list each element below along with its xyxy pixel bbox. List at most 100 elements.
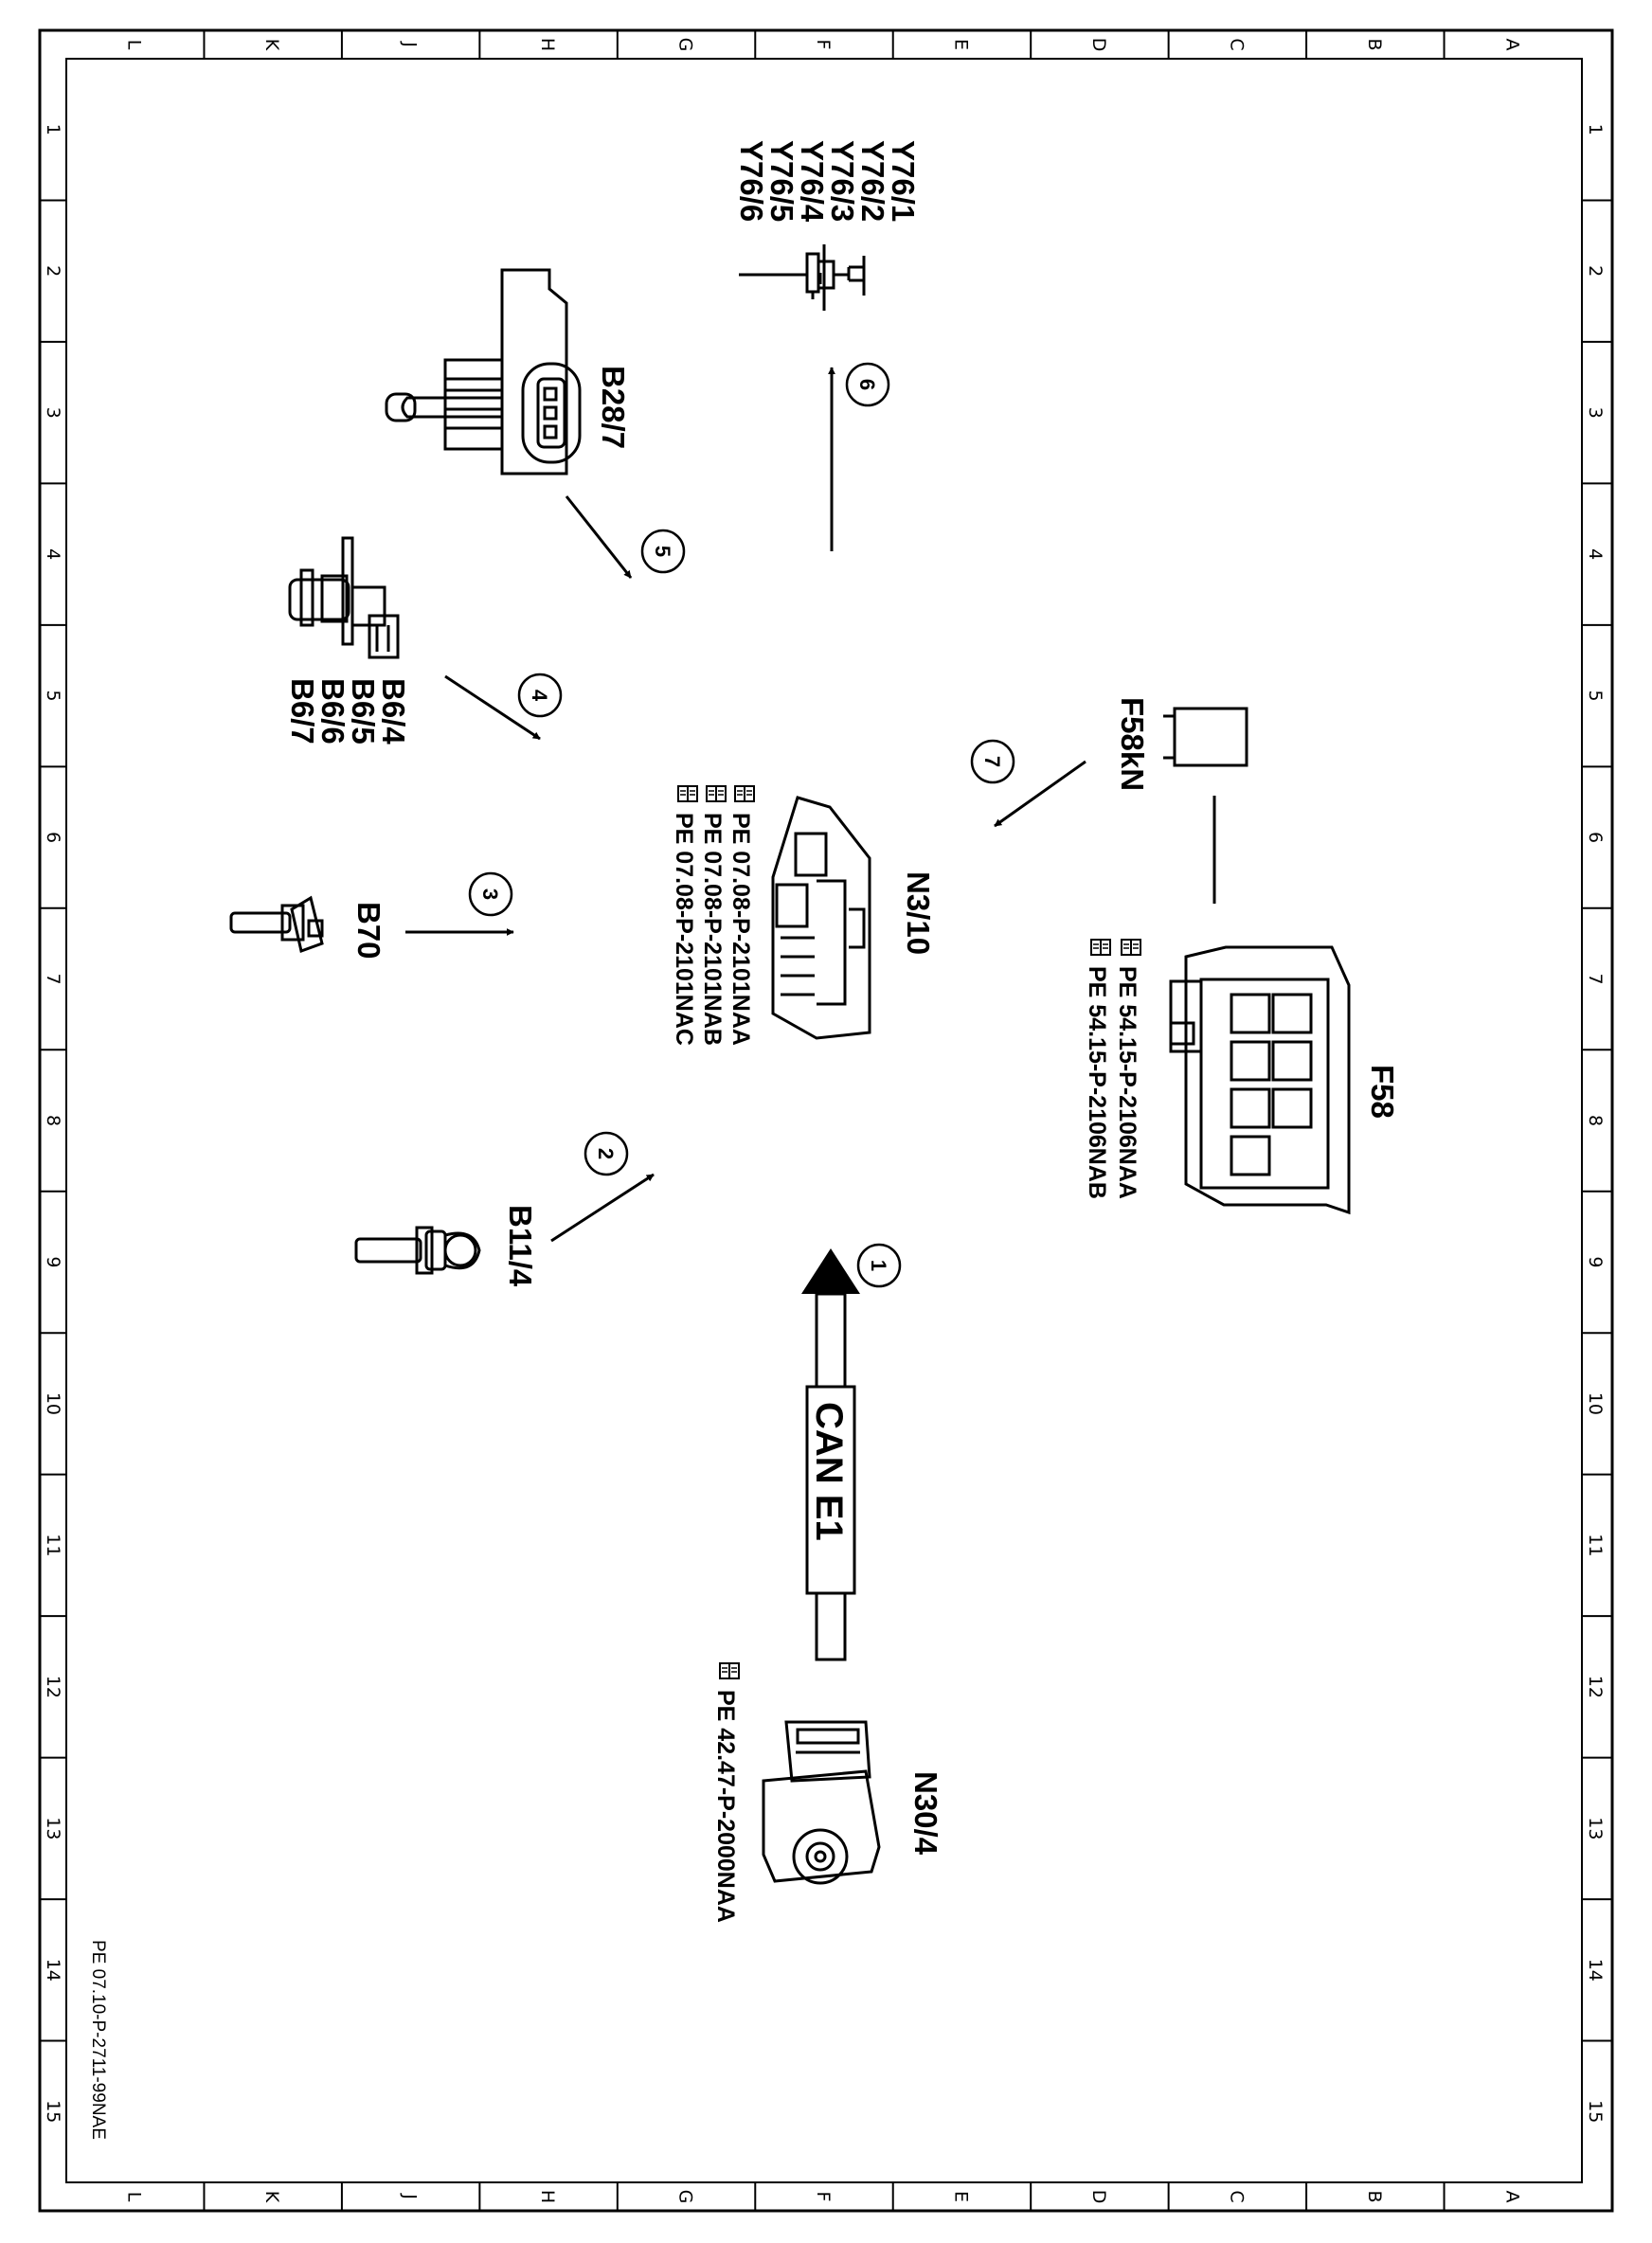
column-letter: F <box>813 2192 834 2202</box>
injector-labels: Y76/1 Y76/2 Y76/3 Y76/4 Y76/5 Y76/6 <box>734 140 921 223</box>
book-pointer-icon <box>1121 939 1141 956</box>
relay-drawing <box>1163 707 1248 767</box>
column-letter: H <box>537 38 558 51</box>
row-number: 4 <box>43 548 63 560</box>
arrow-7-circle <box>970 739 1015 784</box>
column-letter: B <box>1364 2190 1385 2202</box>
column-letter: A <box>1501 39 1522 51</box>
pressure-sensor-drawing <box>385 268 582 476</box>
column-letter: D <box>1088 38 1109 52</box>
f58-label: F58 <box>1365 1065 1400 1119</box>
column-letter: L <box>124 2192 145 2202</box>
column-letter: C <box>1226 38 1247 50</box>
column-letter: D <box>1088 2190 1109 2204</box>
row-number: 9 <box>1585 1256 1606 1267</box>
ecu-drawing <box>771 796 871 1040</box>
f58-references: PE 54.15-P-2106NAA PE 54.15-P-2106NAB <box>1084 939 1141 1199</box>
drawing-frame <box>38 28 1614 2213</box>
can-label: CAN E1 <box>808 1402 850 1541</box>
column-letter: G <box>675 38 696 52</box>
n3-references: PE 07.08-P-2101NAA PE 07.08-P-2101NAB PE… <box>671 785 755 1046</box>
n3-ref-1: PE 07.08-P-2101NAA <box>727 813 754 1046</box>
column-letter: E <box>950 2191 971 2202</box>
row-number: 6 <box>43 832 63 843</box>
arrow-4-circle <box>517 673 563 718</box>
b70-label: B70 <box>351 902 386 960</box>
arrow-6-circle <box>845 362 890 407</box>
n30-references: PE 42.47-P-2000NAA <box>712 1662 740 1923</box>
b28-label: B28/7 <box>596 366 631 449</box>
y76-label-6: Y76/6 <box>734 140 769 222</box>
arrow-4-number: 4 <box>528 690 551 702</box>
y76-label-3: Y76/3 <box>825 140 860 222</box>
arrow-4-line <box>444 674 541 741</box>
arrow-1-circle <box>856 1243 902 1288</box>
row-number: 11 <box>1585 1534 1606 1556</box>
row-number: 5 <box>43 691 63 702</box>
arrow-7-number: 7 <box>980 756 1004 767</box>
row-number: 13 <box>43 1817 63 1839</box>
row-number: 3 <box>1585 407 1606 419</box>
row-number: 14 <box>43 1959 63 1982</box>
column-letter: C <box>1226 2190 1247 2202</box>
n30-label: N30/4 <box>908 1771 943 1856</box>
n3-ref-2: PE 07.08-P-2101NAB <box>699 813 726 1046</box>
document-code: PE 07.10-P-2711-99NAE <box>88 1940 108 2140</box>
column-letter: E <box>950 39 971 50</box>
row-number: 10 <box>43 1392 63 1415</box>
n30-ref-1: PE 42.47-P-2000NAA <box>712 1690 739 1923</box>
arrow-2-circle <box>584 1131 629 1176</box>
book-pointer-icon <box>719 1662 740 1679</box>
row-number: 12 <box>1585 1676 1606 1698</box>
row-number: 1 <box>1585 124 1606 135</box>
row-number: 6 <box>1585 832 1606 843</box>
row-number: 9 <box>43 1256 63 1267</box>
arrow-2-number: 2 <box>594 1148 618 1159</box>
injector-drawing <box>739 244 866 311</box>
f58-ref-2: PE 54.15-P-2106NAB <box>1084 966 1110 1199</box>
row-number: 1 <box>43 124 63 135</box>
row-number: 7 <box>1585 973 1606 984</box>
row-number: 8 <box>1585 1115 1606 1126</box>
column-letter: K <box>261 39 282 51</box>
arrow-6-number: 6 <box>855 379 879 390</box>
fusebox-drawing <box>1169 945 1351 1215</box>
b6-label-1: B6/4 <box>376 678 411 745</box>
y76-label-1: Y76/1 <box>886 140 921 222</box>
f58-ref-1: PE 54.15-P-2106NAA <box>1114 966 1140 1199</box>
camshaft-sensor-drawing <box>288 536 400 659</box>
column-letter: H <box>537 2190 558 2203</box>
row-number: 5 <box>1585 691 1606 702</box>
row-number: 2 <box>43 265 63 277</box>
row-number: 14 <box>1585 1959 1606 1982</box>
column-letter: K <box>261 2191 282 2203</box>
temperature-sensor-drawing <box>354 1226 481 1275</box>
arrow-5-circle <box>640 529 686 574</box>
y76-label-4: Y76/4 <box>795 140 830 223</box>
arrow-1-number: 1 <box>867 1260 890 1271</box>
row-number: 8 <box>43 1115 63 1126</box>
column-letter: F <box>813 40 834 50</box>
row-number: 2 <box>1585 265 1606 277</box>
b6-label-3: B6/6 <box>315 678 350 745</box>
row-number: 3 <box>43 407 63 419</box>
arrow-5-number: 5 <box>651 546 674 557</box>
column-letter: J <box>400 2193 421 2199</box>
book-pointer-icon <box>706 785 727 802</box>
book-pointer-icon <box>734 785 755 802</box>
esp-unit-drawing <box>762 1720 881 1885</box>
column-letter: J <box>400 41 421 47</box>
arrow-2-line <box>550 1173 655 1243</box>
arrow-3-circle <box>468 871 513 917</box>
arrow-3-number: 3 <box>478 888 502 900</box>
n3-label: N3/10 <box>901 871 936 955</box>
column-letter: G <box>675 2190 696 2204</box>
row-number: 11 <box>43 1534 63 1556</box>
row-number: 7 <box>43 973 63 984</box>
row-number: 4 <box>1585 548 1606 560</box>
arrow-5-line <box>565 495 633 579</box>
